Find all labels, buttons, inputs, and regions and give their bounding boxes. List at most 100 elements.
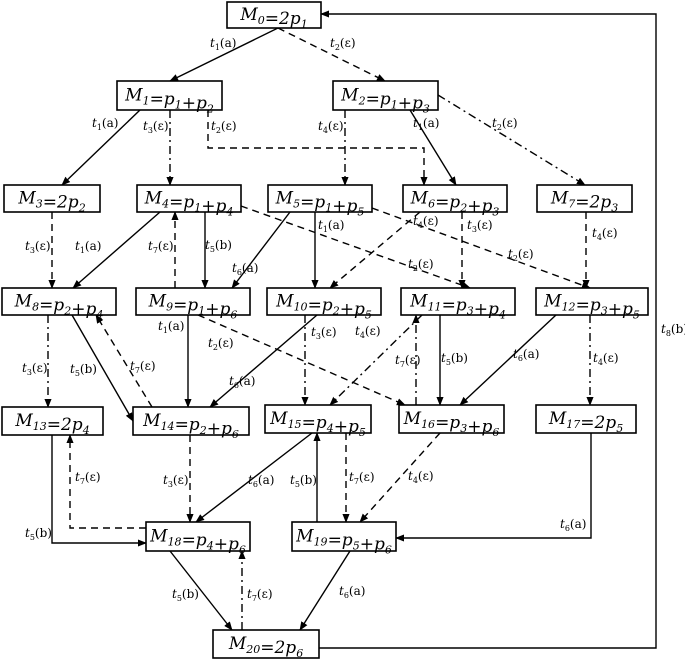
edge-m17-m19 xyxy=(395,433,592,542)
marking-label: M17=2p5 xyxy=(548,409,623,435)
edge-label-m1-m4: t3(ε) xyxy=(143,119,169,135)
edge-label-m15-m19: t7(ε) xyxy=(349,470,375,486)
marking-m8: M8=p2+p4 xyxy=(1,287,117,322)
edge-label-m8-m13: t3(ε) xyxy=(22,361,48,377)
edge-label-m9-m4: t7(ε) xyxy=(148,239,174,255)
marking-m1: M1=p1+p2 xyxy=(116,80,223,116)
edge-label-m7-m12: t4(ε) xyxy=(592,226,618,242)
edge-label-m20-m18: t7(ε) xyxy=(247,587,273,603)
edge-m0-m2 xyxy=(277,27,386,82)
marking-label: M19=p5+p6 xyxy=(295,527,392,557)
marking-m3: M3=2p2 xyxy=(3,184,101,215)
marking-m0: M0=2p1 xyxy=(226,1,322,31)
edge-label-m14-m18: t3(ε) xyxy=(163,473,189,489)
marking-label: M18=p4+p6 xyxy=(149,527,246,557)
edge-label-m16-m11: t7(ε) xyxy=(395,353,421,369)
marking-box xyxy=(132,406,250,436)
edge-m2-m7 xyxy=(437,94,586,186)
marking-label: M20=2p6 xyxy=(228,634,303,659)
marking-m20: M20=2p6 xyxy=(212,629,320,659)
marking-m5: M5=p1+p5 xyxy=(267,184,373,219)
marking-m18: M18=p4+p6 xyxy=(145,521,251,557)
marking-label: M16=p3+p6 xyxy=(403,409,500,439)
marking-label: M3=2p2 xyxy=(17,189,85,215)
edge-m5-m9 xyxy=(231,211,291,289)
edges-layer xyxy=(44,10,657,649)
marking-m10: M10=p2+p5 xyxy=(266,287,382,322)
marking-box xyxy=(267,184,373,213)
edge-m14-m8 xyxy=(95,314,153,408)
edge-label-m17-m19: t6(a) xyxy=(560,517,586,533)
edge-label-m18-m13: t7(ε) xyxy=(75,470,101,486)
edge-label-m6-m10: t4(ε) xyxy=(413,214,439,230)
edge-label-m10-m15: t3(ε) xyxy=(311,325,337,341)
edge-m0-m1 xyxy=(169,27,279,82)
edge-m11-m15 xyxy=(329,314,423,406)
edge-label-m2-m6: t1(a) xyxy=(413,116,439,132)
marking-box xyxy=(402,184,508,213)
edge-labels-layer: t1(a) t2(ε) t1(a) t3(ε) t2(ε) t4(ε) t1(a) t2(ε)… xyxy=(22,36,685,603)
marking-box xyxy=(291,521,397,552)
marking-box xyxy=(1,406,104,436)
edge-m15-m18 xyxy=(195,432,313,523)
edge-m13-m18 xyxy=(51,435,147,547)
marking-box xyxy=(535,287,649,316)
edge-m18-m13 xyxy=(66,434,146,529)
edge-label-m18-m20: t5(b) xyxy=(172,587,199,603)
marking-m17: M17=2p5 xyxy=(535,404,637,435)
edge-label-m0-m2: t2(ε) xyxy=(330,36,356,52)
edge-label-m19-m20: t6(a) xyxy=(339,584,365,600)
marking-label: M11=p3+p4 xyxy=(409,292,506,322)
marking-box xyxy=(398,404,505,434)
marking-m4: M4=p1+p4 xyxy=(136,184,242,219)
edge-label-m9-m16: t2(ε) xyxy=(208,336,234,352)
marking-m6: M6=p2+p3 xyxy=(402,184,508,219)
edge-m9-m16 xyxy=(197,314,406,406)
edge-m12-m16 xyxy=(459,314,557,406)
edge-m8-m14 xyxy=(71,314,134,422)
marking-label: M1=p1+p2 xyxy=(124,86,214,116)
marking-label: M4=p1+p4 xyxy=(144,189,234,219)
edge-m4-m8 xyxy=(72,211,161,289)
marking-box xyxy=(332,80,439,111)
marking-label: M2=p1+p3 xyxy=(340,86,430,116)
marking-m9: M9=p1+p6 xyxy=(135,287,251,322)
edge-label-m4-m8: t1(a) xyxy=(75,239,101,255)
marking-box xyxy=(136,184,242,213)
marking-box xyxy=(226,1,322,29)
edge-label-m5-m9: t6(a) xyxy=(232,261,258,277)
edge-m18-m20 xyxy=(169,550,233,631)
edge-label-m4-m11: t2(ε) xyxy=(408,257,434,273)
marking-m13: M13=2p4 xyxy=(1,406,104,437)
marking-m11: M11=p3+p4 xyxy=(400,287,516,322)
marking-m19: M19=p5+p6 xyxy=(291,521,397,557)
marking-m7: M7=2p3 xyxy=(536,184,633,215)
edge-label-m11-m15: t4(ε) xyxy=(355,324,381,340)
edge-label-m8-m14: t5(b) xyxy=(70,362,97,378)
edge-label-m4-m9: t5(b) xyxy=(205,238,232,254)
marking-box xyxy=(1,287,117,316)
marking-box xyxy=(212,629,320,659)
edge-label-m10-m14: t6(a) xyxy=(229,374,255,390)
edge-label-m9-m14: t1(a) xyxy=(158,319,184,335)
marking-label: M8=p2+p4 xyxy=(14,292,104,322)
edge-label-m1-m3: t1(a) xyxy=(92,116,118,132)
marking-label: M10=p2+p5 xyxy=(275,292,372,322)
marking-label: M13=2p4 xyxy=(14,411,89,437)
edge-m1-m3 xyxy=(61,109,141,186)
marking-box xyxy=(400,287,516,316)
edge-label-m20-m0: t8(b) xyxy=(661,322,685,338)
edge-m16-m19 xyxy=(359,432,441,523)
edge-m1-m6 xyxy=(207,110,428,186)
marking-box xyxy=(116,80,223,111)
marking-label: M12=p3+p5 xyxy=(543,292,640,322)
edge-label-m19-m15: t5(b) xyxy=(290,473,317,489)
marking-box xyxy=(266,287,382,316)
edge-label-m16-m19: t4(ε) xyxy=(408,469,434,485)
marking-box xyxy=(135,287,251,316)
marking-label: M15=p4+p5 xyxy=(269,409,366,439)
marking-label: M0=2p1 xyxy=(239,5,307,31)
edge-label-m2-m7: t2(ε) xyxy=(492,116,518,132)
